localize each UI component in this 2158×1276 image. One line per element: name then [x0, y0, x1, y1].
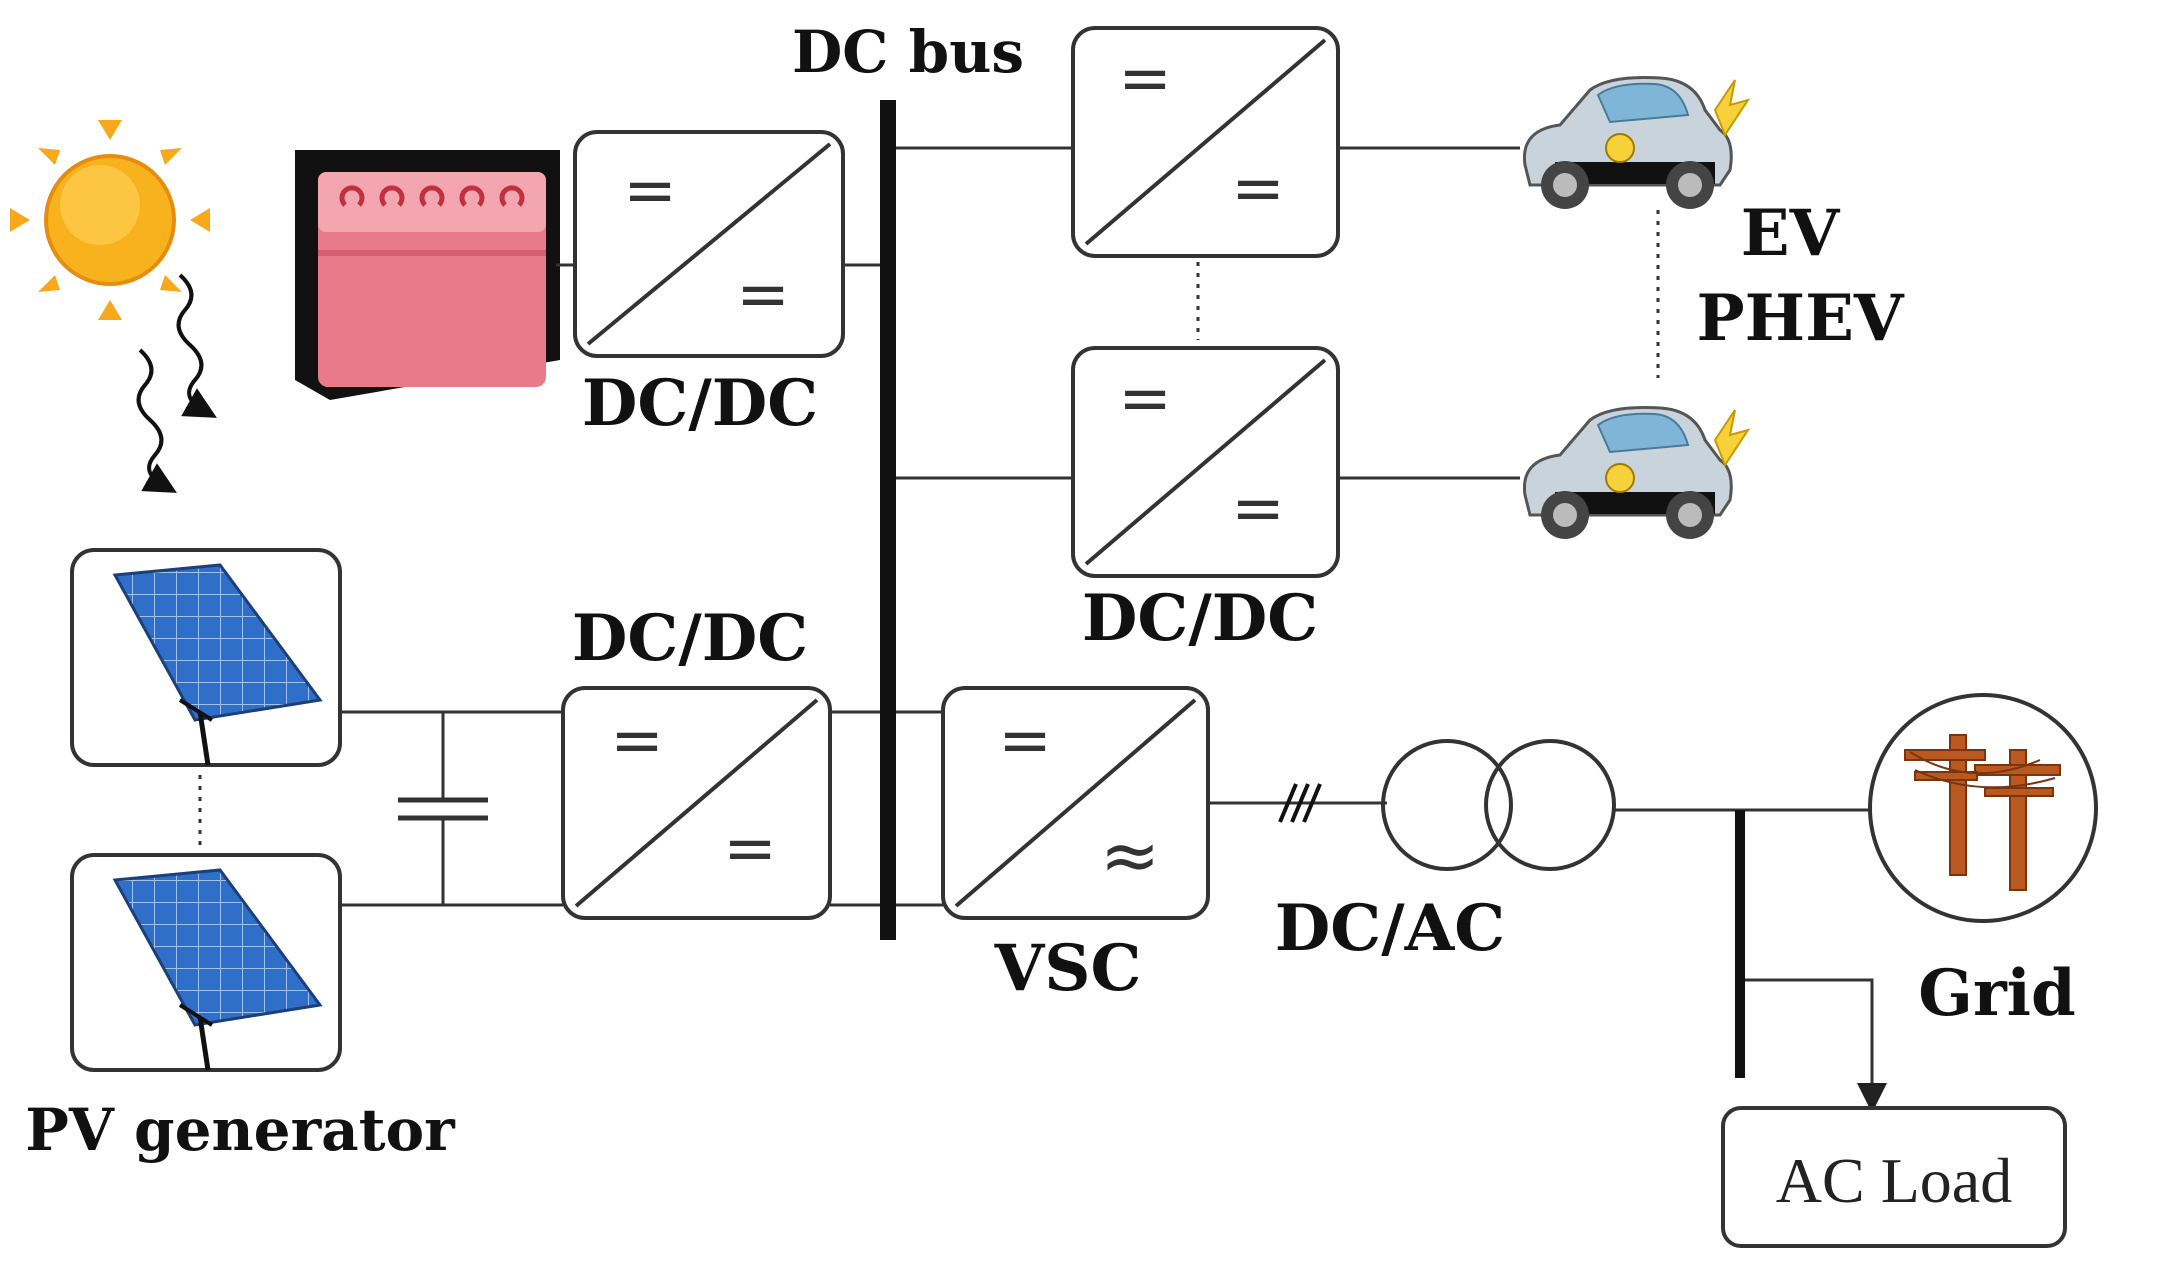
sun-icon — [10, 120, 210, 320]
sunlight-ray-icon — [136, 273, 217, 493]
dc-symbol: = — [723, 812, 777, 886]
ev-converter-label: DC/DC — [1082, 581, 1318, 656]
capacitor-icon — [398, 797, 488, 821]
grid-label: Grid — [1918, 956, 2075, 1031]
solar-panel-icon — [70, 548, 342, 767]
ev-dcdc-converter-bottom: = = — [1071, 346, 1340, 578]
ac-load-box: AC Load — [1721, 1106, 2067, 1248]
battery-dcdc-converter: = = — [573, 130, 845, 358]
pv-converter-label: DC/DC — [572, 601, 808, 676]
solar-panel-icon — [70, 853, 342, 1072]
ac-symbol: ≈ — [1100, 813, 1160, 897]
electric-car-icon — [1522, 76, 1751, 209]
electric-car-icon — [1522, 406, 1751, 539]
pv-dcdc-converter: = = — [561, 686, 832, 920]
three-phase-marker — [1278, 783, 1322, 823]
transformer-icon — [1381, 739, 1616, 871]
dc-symbol: = — [610, 704, 664, 778]
vsc-converter: = ≈ — [941, 686, 1210, 920]
ac-load-label: AC Load — [1776, 1145, 2012, 1216]
dcac-label: DC/AC — [1275, 891, 1505, 966]
vsc-label: VSC — [994, 931, 1142, 1006]
dc-symbol: = — [623, 154, 677, 228]
phev-label: PHEV — [1696, 281, 1904, 356]
dc-bus-label: DC bus — [792, 18, 1024, 86]
dc-symbol: = — [998, 704, 1052, 778]
battery-converter-label: DC/DC — [582, 366, 818, 441]
pv-generator-label: PV generator — [25, 1096, 456, 1164]
dc-symbol: = — [1118, 42, 1172, 116]
power-pylon-icon — [1868, 693, 2098, 923]
dc-symbol: = — [1231, 152, 1285, 226]
battery-icon — [295, 150, 560, 400]
dc-symbol: = — [736, 258, 790, 332]
dc-symbol: = — [1231, 472, 1285, 546]
connection-wires — [340, 146, 1887, 1113]
dc-symbol: = — [1118, 362, 1172, 436]
ev-label: EV — [1741, 196, 1841, 271]
ev-dcdc-converter-top: = = — [1071, 26, 1340, 258]
